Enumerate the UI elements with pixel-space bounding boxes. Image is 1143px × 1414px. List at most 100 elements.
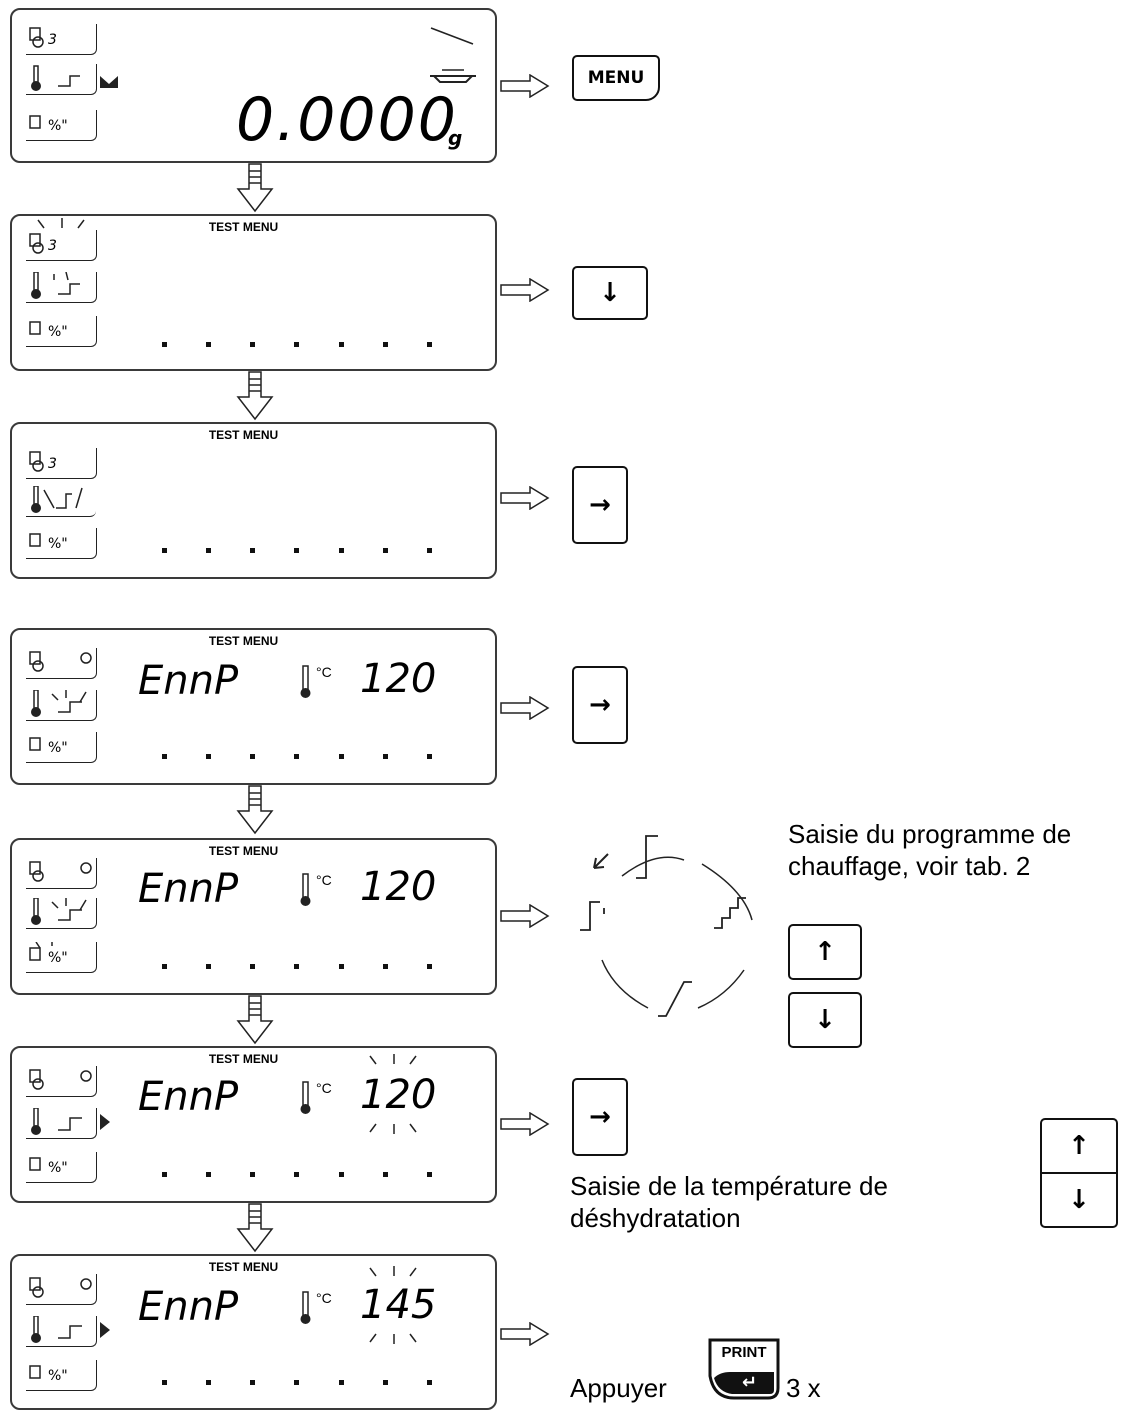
- up-key[interactable]: ↑: [788, 924, 862, 980]
- down-arrow-3: [236, 785, 274, 835]
- display-panel-7: TEST MENU %" ΕnnP °C 145: [10, 1254, 497, 1410]
- down-key[interactable]: ↓: [788, 992, 862, 1048]
- weight-clock-icon: [29, 1277, 92, 1298]
- weight-percent-icon: %": [29, 1157, 68, 1176]
- right-outline-arrow: [500, 1322, 550, 1346]
- weight-percent-blink-icon: %": [29, 942, 68, 966]
- weight-clock-icon: [29, 1069, 92, 1090]
- svg-text:%": %": [48, 1160, 68, 1176]
- thermometer-step-selected-icon: [31, 1108, 110, 1135]
- temperature-value: 120: [360, 656, 437, 702]
- down-arrow-1: [236, 163, 274, 213]
- blink-marks-icon: [37, 218, 85, 229]
- temp-unit: °C: [316, 1080, 332, 1096]
- panel-label: TEST MENU: [208, 1052, 279, 1066]
- right-outline-arrow: [500, 696, 550, 720]
- note-heating-program: Saisie du programme de chauffage, voir t…: [788, 819, 1072, 881]
- blink-marks-icon: [369, 1266, 417, 1277]
- down-key[interactable]: ↓: [1040, 1172, 1118, 1228]
- weight-percent-icon: %": [29, 321, 68, 340]
- right-outline-arrow: [500, 1112, 550, 1136]
- blink-marks-icon: [369, 1054, 417, 1065]
- weight-reading: 0.0000: [236, 85, 458, 155]
- print-key[interactable]: PRINT ↵: [706, 1336, 782, 1402]
- right-key[interactable]: →: [572, 666, 628, 744]
- thermometer-icon: [300, 1291, 311, 1324]
- icon-box-thermo: [26, 272, 97, 303]
- program-code: ΕnnP: [138, 1074, 239, 1120]
- temperature-value-new: 145: [360, 1282, 437, 1328]
- display-panel-5: TEST MENU %" ΕnnP °C 120: [10, 838, 497, 995]
- icon-box-percent: %": [26, 1360, 97, 1391]
- weight-percent-icon: %": [29, 1365, 68, 1384]
- icon-box-thermo: [26, 1316, 110, 1347]
- display-panel-1: 3 %" 0.0000 g: [10, 8, 497, 163]
- temp-unit: °C: [316, 1290, 332, 1306]
- press-prefix: Appuyer: [570, 1373, 667, 1403]
- right-outline-arrow: [500, 278, 550, 302]
- print-key-label: PRINT: [721, 1344, 767, 1361]
- icon-box-thermo: [26, 64, 97, 95]
- program-code: ΕnnP: [138, 866, 239, 912]
- segment-dots: [162, 548, 432, 556]
- up-key[interactable]: ↑: [1040, 1118, 1118, 1174]
- icon-box-percent: %": [26, 528, 97, 559]
- weight-timer-icon: 3: [29, 451, 57, 472]
- thermometer-step-selected-icon: [31, 1316, 110, 1343]
- weight-percent-icon: %": [29, 737, 68, 756]
- panel-label: TEST MENU: [208, 634, 279, 648]
- weight-clock-icon: [29, 861, 92, 882]
- program-code: ΕnnP: [138, 1284, 239, 1330]
- icon-box-percent: %": [26, 110, 97, 141]
- display-panel-3: TEST MENU 3 %": [10, 422, 497, 579]
- panel-label: TEST MENU: [208, 428, 279, 442]
- thermometer-step-icon: [31, 272, 80, 299]
- icon-box-timer: [26, 1066, 97, 1097]
- right-key[interactable]: →: [572, 466, 628, 544]
- right-key[interactable]: →: [572, 1078, 628, 1156]
- svg-text:%": %": [48, 1368, 68, 1384]
- svg-text:%": %": [48, 950, 68, 966]
- svg-text:%": %": [48, 118, 68, 134]
- weight-timer-icon: 3: [29, 27, 57, 48]
- segment-dots: [162, 1380, 432, 1388]
- weight-percent-icon: %": [29, 115, 68, 134]
- press-suffix: 3 x: [786, 1373, 821, 1403]
- stability-line-icon: [430, 27, 474, 45]
- icon-box-timer: 3: [26, 448, 97, 479]
- down-key[interactable]: ↓: [572, 266, 648, 320]
- temp-unit: °C: [316, 872, 332, 888]
- icon-box-thermo: [26, 898, 97, 929]
- blink-marks-icon: [369, 1123, 417, 1134]
- svg-text:3: 3: [48, 456, 57, 472]
- right-outline-arrow: [500, 486, 550, 510]
- icon-box-timer: [26, 1274, 97, 1305]
- icon-box-percent: %": [26, 942, 97, 973]
- svg-text:3: 3: [48, 238, 57, 254]
- enter-icon: ↵: [742, 1372, 758, 1393]
- icon-box-thermo: [26, 486, 96, 517]
- thermometer-step-blink-icon: [31, 898, 87, 925]
- program-code: ΕnnP: [138, 658, 239, 704]
- weight-clock-icon: [29, 651, 92, 672]
- weight-unit: g: [448, 126, 463, 150]
- thermometer-icon: [300, 1081, 311, 1114]
- icon-box-percent: %": [26, 316, 97, 347]
- weight-timer-icon: 3: [29, 233, 57, 254]
- segment-dots: [162, 342, 432, 350]
- heating-program-cycle-diagram: [580, 835, 753, 1017]
- icon-box-timer: [26, 648, 97, 679]
- right-outline-arrow: [500, 74, 550, 98]
- panel-label: TEST MENU: [208, 844, 279, 858]
- thermometer-step-blink-icon: [31, 690, 87, 717]
- temperature-value: 120: [360, 864, 437, 910]
- menu-key[interactable]: MENU: [572, 55, 660, 101]
- icon-box-timer: 3: [26, 24, 97, 55]
- temp-unit: °C: [316, 664, 332, 680]
- icon-box-percent: %": [26, 1152, 97, 1183]
- thermometer-icon: [300, 665, 311, 698]
- thermometer-step-icon: [31, 65, 80, 91]
- panel-label: TEST MENU: [208, 220, 279, 234]
- thermometer-ramp-icon: [31, 486, 83, 513]
- icon-box-thermo: [26, 690, 97, 721]
